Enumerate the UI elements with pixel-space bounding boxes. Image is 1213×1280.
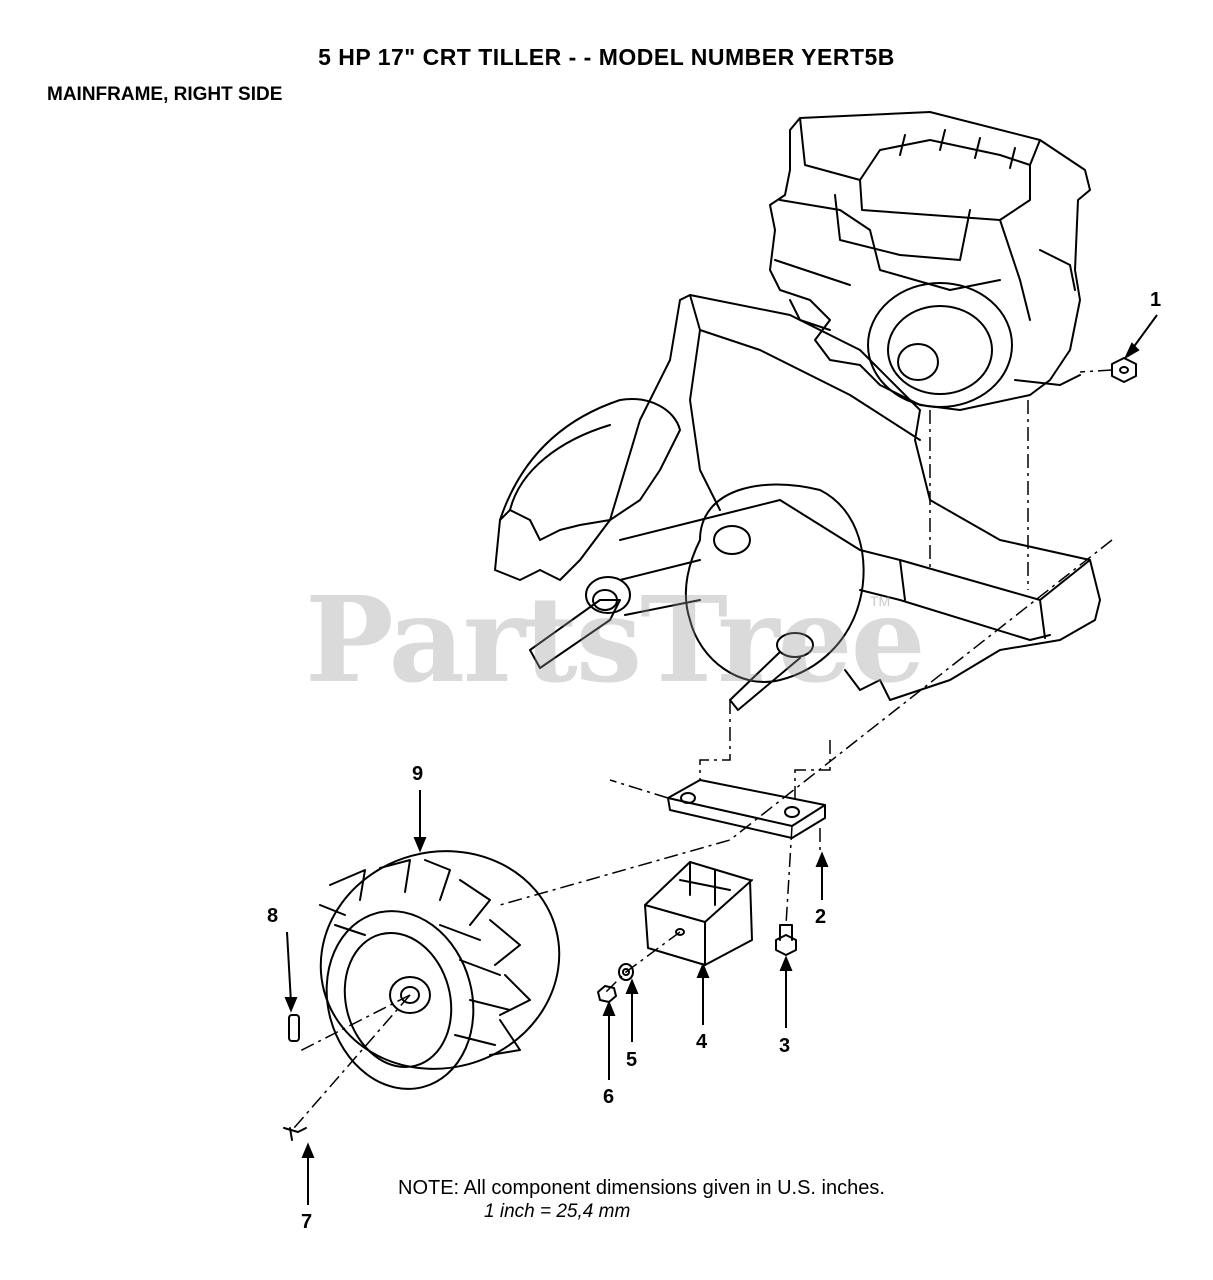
- watermark-tm: TM: [870, 593, 891, 609]
- part-1-nut: [1111, 357, 1137, 383]
- part-5-washer: [618, 963, 634, 981]
- engine: [769, 111, 1091, 411]
- part-8-pin: [288, 1014, 300, 1042]
- callout-1: 1: [1150, 289, 1161, 311]
- callout-5: 5: [626, 1049, 637, 1071]
- mainframe: [494, 294, 1101, 711]
- part-9-wheel: [319, 850, 561, 1090]
- page-title: 5 HP 17" CRT TILLER - - MODEL NUMBER YER…: [318, 44, 895, 70]
- callout-7: 7: [301, 1211, 312, 1233]
- watermark: PartsTree: [305, 570, 926, 709]
- note-conversion: 1 inch = 25,4 mm: [484, 1201, 631, 1222]
- section-subtitle: MAINFRAME, RIGHT SIDE: [47, 84, 283, 105]
- note-text: NOTE: All component dimensions given in …: [398, 1177, 885, 1199]
- part-2-bracket: [667, 779, 826, 839]
- part-7-clip: [283, 1127, 307, 1141]
- callout-8: 8: [267, 905, 278, 927]
- callout-6: 6: [603, 1086, 614, 1108]
- part-3-bolt: [775, 924, 797, 956]
- callout-2: 2: [815, 906, 826, 928]
- part-4-weight: [644, 861, 753, 966]
- callout-3: 3: [779, 1035, 790, 1057]
- callout-4: 4: [696, 1031, 708, 1053]
- callout-9: 9: [412, 763, 423, 785]
- part-6-nut: [597, 985, 617, 1003]
